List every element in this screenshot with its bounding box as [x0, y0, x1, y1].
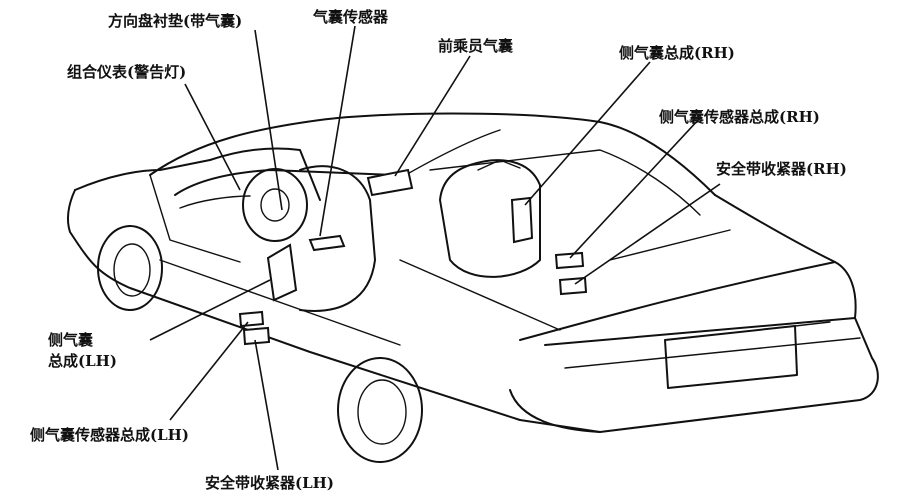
leader-lines — [149, 25, 721, 471]
interior — [174, 159, 588, 346]
label-side-sensor-rh: 侧气囊传感器总成(RH) — [659, 108, 820, 126]
label-side-airbag-rh: 侧气囊总成(RH) — [619, 44, 735, 62]
car-body — [66, 112, 879, 433]
label-side-sensor-lh: 侧气囊传感器总成(LH) — [30, 426, 189, 444]
rear-wheel — [337, 357, 423, 463]
label-steering-pad: 方向盘衬垫(带气囊) — [108, 12, 243, 30]
label-retractor-lh: 安全带收紧器(LH) — [205, 474, 334, 492]
label-side-airbag-lh-1: 侧气囊 — [48, 331, 94, 349]
label-side-airbag-lh-2: 总成(LH) — [48, 352, 117, 370]
front-wheel — [97, 225, 163, 311]
label-passenger-airbag: 前乘员气囊 — [438, 37, 514, 55]
label-combo-meter: 组合仪表(警告灯) — [67, 63, 187, 81]
label-retractor-rh: 安全带收紧器(RH) — [716, 160, 847, 178]
label-airbag-sensor: 气囊传感器 — [313, 8, 389, 26]
